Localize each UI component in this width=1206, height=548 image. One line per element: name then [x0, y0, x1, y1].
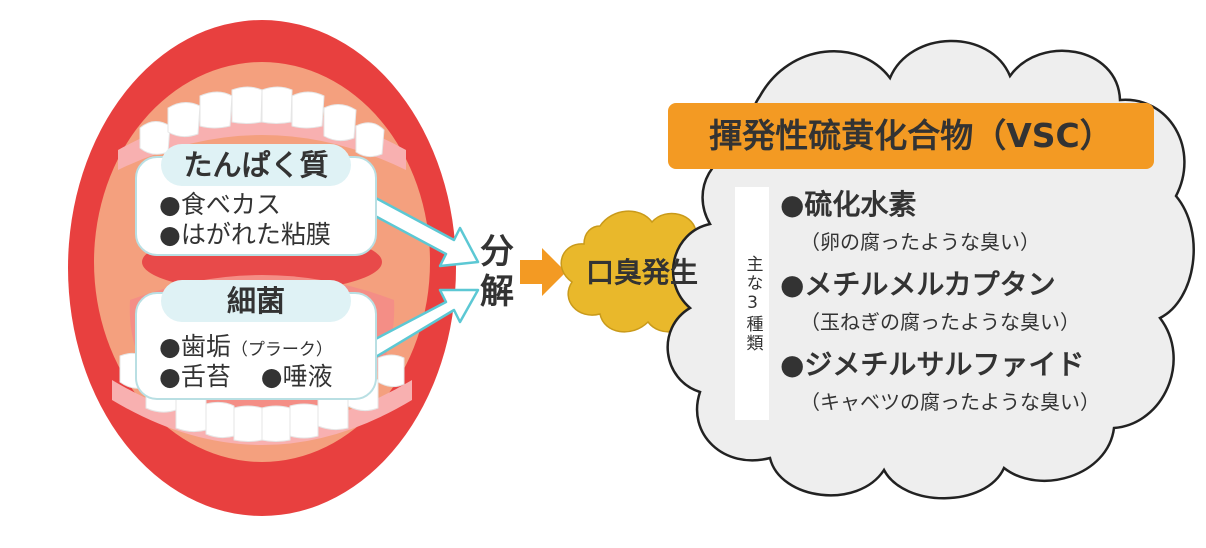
compound-hydrogen-sulfide-smell: （卵の腐ったような臭い）: [800, 230, 1040, 254]
protein-item-mucosa: ●はがれた粘膜: [159, 220, 331, 249]
upper-teeth: [139, 86, 385, 158]
arrow-from-bacteria: [364, 288, 480, 360]
arrow-from-protein: [362, 194, 480, 268]
compound-methyl-mercaptan-smell: （玉ねぎの腐ったような臭い）: [800, 310, 1080, 334]
arrow-to-odor: [520, 248, 566, 296]
compound-methyl-mercaptan: ●メチルメルカプタン: [780, 268, 1056, 301]
open-mouth-illustration: [68, 20, 456, 516]
main-three-types-label: 主な3種類: [735, 187, 769, 420]
protein-item-food-debris: ●食べカス: [159, 190, 281, 219]
compound-dimethyl-sulfide-smell: （キャベツの腐ったような臭い）: [800, 390, 1100, 414]
decomposition-char-2: 解: [480, 272, 514, 312]
bacteria-box: 細菌 ●歯垢（プラーク） ●舌苔 ●唾液: [135, 280, 377, 400]
decomposition-arrows: [362, 194, 480, 360]
saliva-label: ●唾液: [260, 362, 333, 391]
plaque-note: （プラーク）: [230, 340, 333, 360]
bacteria-item-plaque: ●歯垢（プラーク）: [159, 332, 333, 365]
tongue-coating-label: ●舌苔: [159, 362, 231, 391]
vsc-title: 揮発性硫黄化合物（VSC）: [668, 103, 1154, 169]
protein-box: たんぱく質 ●食べカス ●はがれた粘膜: [135, 144, 377, 256]
compound-hydrogen-sulfide: ●硫化水素: [780, 188, 917, 221]
decomposition-char-1: 分: [480, 232, 514, 272]
compound-dimethyl-sulfide: ●ジメチルサルファイド: [780, 348, 1085, 381]
bad-breath-label: 口臭発生: [585, 256, 698, 289]
bacteria-item-tongue-saliva: ●舌苔 ●唾液: [159, 362, 333, 392]
bacteria-title: 細菌: [161, 280, 351, 322]
decomposition-label: 分 解: [478, 232, 516, 312]
plaque-label: ●歯垢: [159, 332, 231, 361]
protein-title: たんぱく質: [161, 144, 351, 186]
